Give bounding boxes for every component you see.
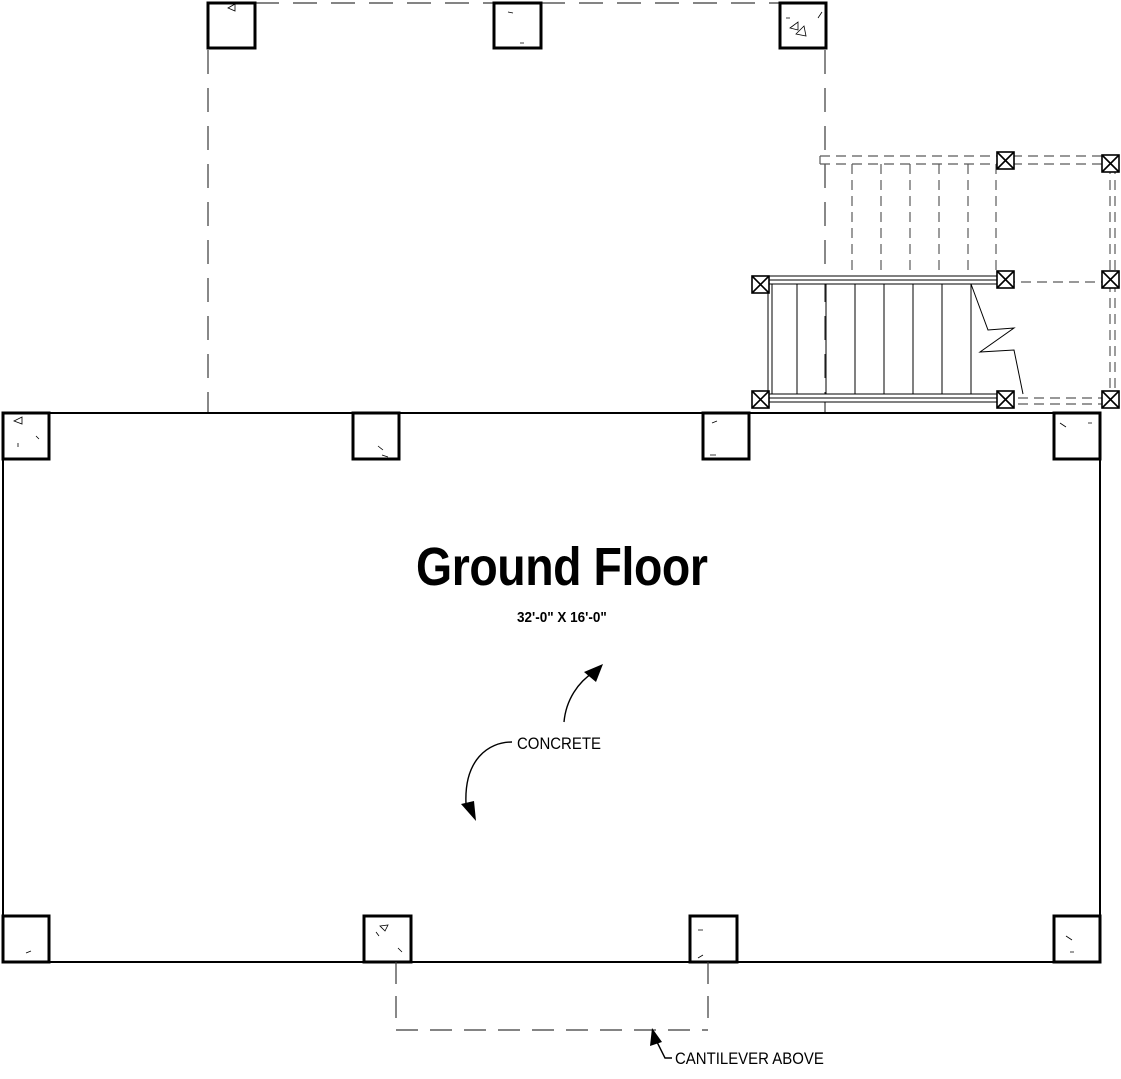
post <box>1101 270 1120 289</box>
post <box>751 275 770 294</box>
upper-deck-posts <box>206 1 828 50</box>
post <box>1052 411 1102 461</box>
post <box>996 270 1015 289</box>
post <box>688 914 739 964</box>
plan-dimensions: 32'-0" X 16'-0" <box>517 609 607 626</box>
post <box>206 1 257 50</box>
post <box>701 411 751 461</box>
stair-landing-upper <box>819 155 1116 405</box>
upper-deck-outline <box>207 2 826 412</box>
stair-treads <box>759 275 1024 403</box>
post <box>1101 154 1120 173</box>
stair-posts <box>751 151 1120 409</box>
stair-break-line <box>970 283 1024 395</box>
post <box>351 411 401 461</box>
post <box>778 1 828 50</box>
post <box>1101 390 1120 409</box>
ground-floor-slab <box>2 412 1101 963</box>
arrow-head <box>584 664 603 682</box>
cantilever-outline <box>395 962 709 1031</box>
post <box>996 390 1015 409</box>
arrow-head <box>461 801 476 821</box>
plan-title: Ground Floor <box>416 537 708 597</box>
ground-posts-bottom <box>1 914 1102 964</box>
floor-material-label: CONCRETE <box>517 734 601 753</box>
cantilever-label: CANTILEVER ABOVE <box>675 1049 824 1068</box>
post <box>751 390 770 409</box>
ground-posts-top <box>1 411 1102 461</box>
post <box>1 411 51 461</box>
arrow-head <box>650 1028 662 1046</box>
post <box>1052 914 1102 964</box>
post <box>1 914 51 964</box>
post <box>492 1 543 50</box>
cantilever-leader <box>655 1039 672 1059</box>
post <box>362 914 413 964</box>
post <box>996 151 1015 170</box>
